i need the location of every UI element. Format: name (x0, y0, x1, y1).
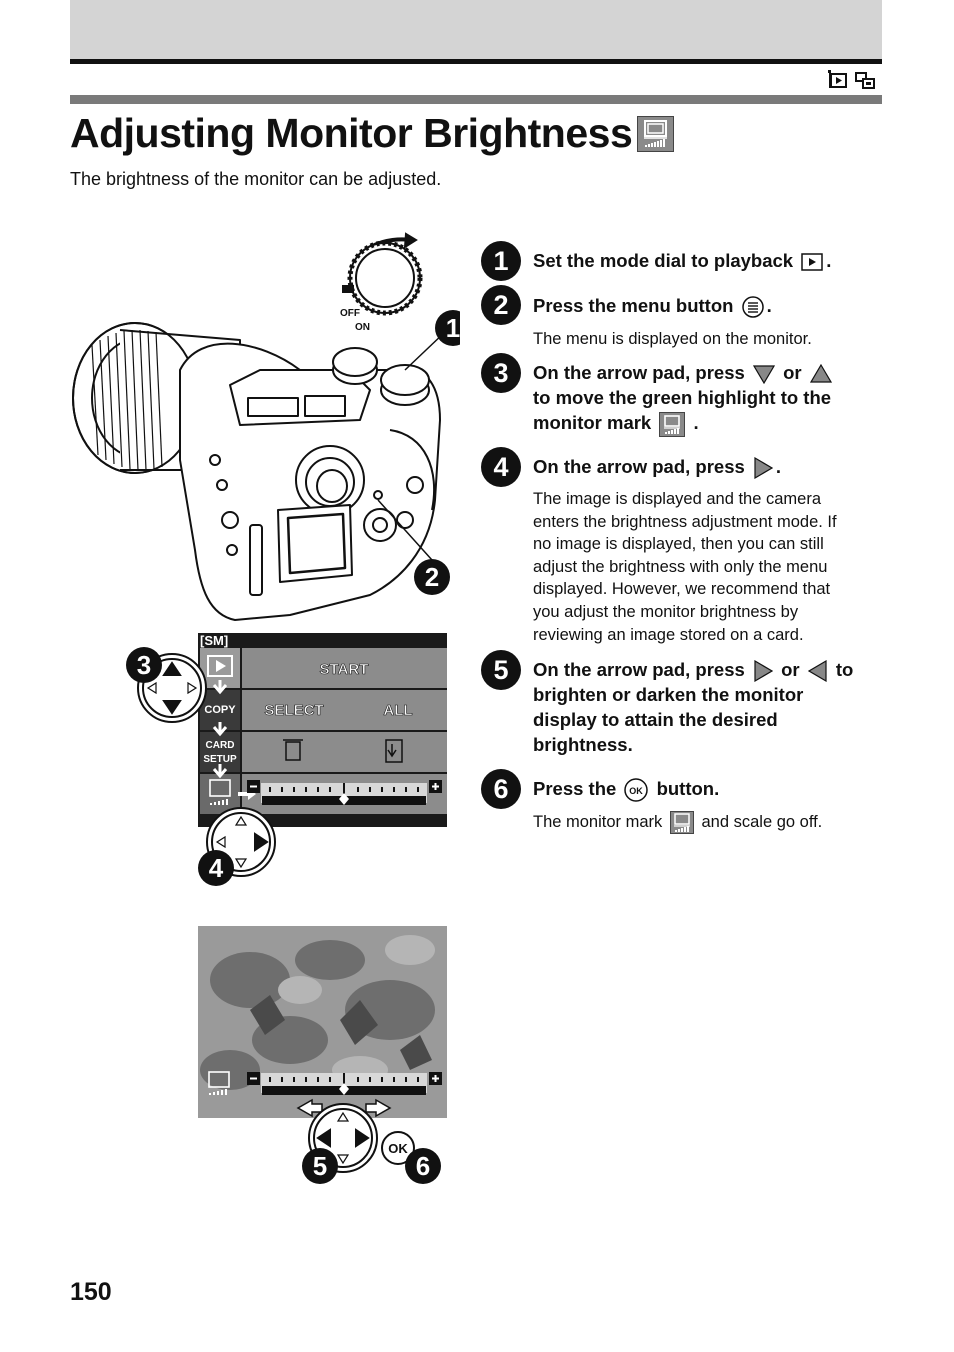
playback-icon (801, 253, 823, 271)
step-4-number: 4 (493, 452, 508, 482)
menu-all-label: ALL (383, 702, 412, 719)
step-4-heading-end: . (775, 456, 782, 477)
step-2-body: The menu is displayed on the monitor. (533, 330, 812, 348)
step-4-body-line: The image is displayed and the camera (533, 490, 821, 508)
mode-dial-inset (342, 232, 423, 316)
step-4-body: The image is displayed and the camera en… (533, 488, 878, 646)
step-2-badge: 2 (481, 285, 521, 325)
step-2-heading: Press the menu button . (533, 293, 893, 318)
step-3-or: or (783, 362, 802, 383)
step-5-badge: 5 (481, 650, 521, 690)
step-4-body-line: you adjust the monitor brightness by (533, 602, 799, 621)
step-3-number: 3 (493, 358, 508, 388)
callout-6 (405, 1148, 441, 1184)
step-2-heading-text: Press the menu button (533, 295, 734, 316)
dial-on-label: ON (355, 322, 370, 333)
monitor-brightness-icon (669, 811, 694, 835)
step-4-body-line: displayed. However, we recommend that (533, 580, 831, 599)
photo-screen (198, 926, 447, 1118)
step-1-heading-end: . (826, 250, 832, 271)
step-6-badge: 6 (481, 769, 521, 809)
step-4-heading-text: On the arrow pad, press (533, 456, 745, 477)
step-1-heading-text: Set the mode dial to playback (533, 250, 794, 271)
step-6-heading-end: button. (656, 778, 720, 799)
step-5-heading-line: display to attain the desired (533, 709, 778, 731)
monitor-brightness-icon (637, 116, 674, 152)
arrow-left-icon (807, 660, 827, 683)
step-3-heading-end: . (693, 412, 699, 433)
setup-icon (855, 72, 875, 89)
step-4-body-line: no image is displayed, then you can stil… (533, 535, 824, 554)
callout-2 (414, 559, 450, 595)
monitor-brightness-icon (659, 411, 686, 437)
step-5-heading-text: On the arrow pad, press (533, 659, 745, 680)
step-6-heading: Press the OK button. (533, 776, 893, 802)
callout-6-number: 6 (416, 1151, 430, 1181)
menu-side-setup: SETUP (203, 754, 237, 765)
callout-3-number: 3 (137, 650, 151, 680)
step-1-number: 1 (493, 246, 508, 276)
step-4-badge: 4 (481, 447, 521, 487)
step-5-heading-line: brighten or darken the monitor (533, 684, 804, 706)
step-4-heading: On the arrow pad, press . (533, 454, 893, 480)
menu-tab-label: [SM] (200, 633, 228, 648)
ok-button-illustration (381, 1131, 415, 1165)
callout-4 (198, 850, 234, 886)
callout-5 (302, 1148, 338, 1184)
step-1-badge: 1 (481, 241, 521, 281)
menu-side-copy: COPY (204, 704, 236, 716)
header-mode-icons (828, 70, 876, 90)
menu-side-card: CARD (206, 740, 235, 751)
menu-select-label: SELECT (264, 702, 323, 719)
step-2-number: 2 (493, 290, 508, 320)
ok-button-label: OK (388, 1141, 408, 1156)
arrow-down-icon (752, 365, 775, 385)
page-number: 150 (70, 1278, 112, 1306)
step-2-heading-end: . (766, 295, 772, 316)
section-rule (70, 95, 882, 104)
callout-1 (435, 310, 460, 346)
step-3-heading-line2: to move the green highlight to the (533, 387, 832, 408)
step-5-or: or (781, 659, 800, 680)
step-6-body: The monitor mark and scale go off. (533, 811, 878, 835)
callout-3 (126, 647, 162, 683)
arrow-right-icon (754, 660, 773, 683)
step-3-heading: On the arrow pad, press or to move the g… (533, 360, 893, 437)
intro-text: The brightness of the monitor can be adj… (70, 169, 442, 189)
step-6-body-text: The monitor mark (533, 813, 663, 831)
step-6-number: 6 (493, 774, 508, 804)
header-rule (70, 59, 882, 64)
step-6-body-end: and scale go off. (701, 813, 823, 831)
step-3-heading-line3: monitor mark (533, 412, 652, 433)
header-band (70, 0, 882, 60)
menu-start-label: START (320, 661, 369, 678)
camera-body (72, 322, 441, 621)
step-3-badge: 3 (481, 353, 521, 393)
camera-illustration: OFF ON (72, 232, 460, 1184)
step-4-body-line: reviewing an image stored on a card. (533, 625, 804, 644)
playback-icon (828, 70, 847, 88)
arrow-right-icon (754, 457, 773, 480)
step-5-number: 5 (493, 655, 508, 685)
dial-off-label: OFF (340, 308, 360, 319)
step-6-heading-text: Press the (533, 778, 617, 799)
ok-icon-label: OK (630, 786, 644, 796)
step-4-body-line: enters the brightness adjustment mode. I… (533, 512, 837, 531)
step-5-heading-line: brightness. (533, 734, 633, 756)
step-4-body-line: adjust the brightness with only the menu (533, 557, 828, 576)
step-1-heading: Set the mode dial to playback . (533, 248, 893, 273)
page-title: Adjusting Monitor Brightness (70, 110, 633, 156)
menu-screen (198, 633, 447, 827)
menu-button-icon (741, 296, 764, 318)
callout-1-number: 1 (446, 313, 460, 343)
arrow-up-icon (809, 364, 832, 383)
callout-2-number: 2 (425, 562, 439, 592)
callout-5-number: 5 (313, 1151, 327, 1181)
step-5-heading: On the arrow pad, press or to brighten o… (533, 657, 893, 757)
callout-4-number: 4 (209, 853, 224, 883)
step-3-heading-text: On the arrow pad, press (533, 362, 745, 383)
step-5-to: to (835, 659, 854, 680)
ok-button-icon: OK (624, 778, 649, 802)
